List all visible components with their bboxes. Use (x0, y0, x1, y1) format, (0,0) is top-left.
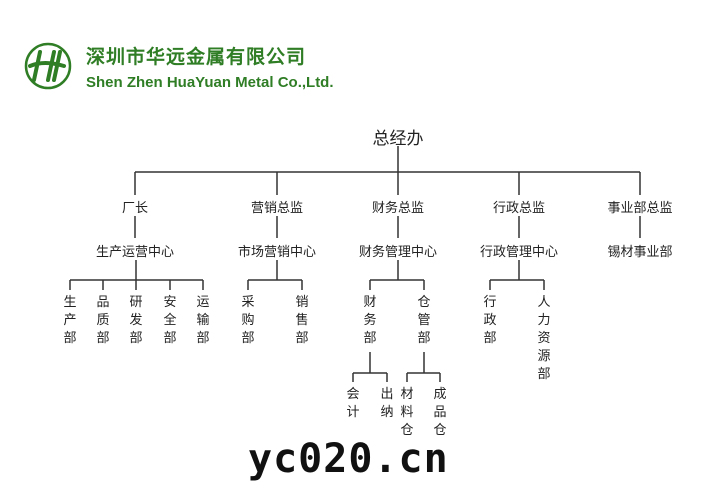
node-dept: 财务部 (363, 295, 377, 346)
node-dept: 研发部 (129, 295, 143, 346)
node-dept: 品质部 (96, 295, 110, 346)
node-subunit: 出纳 (380, 387, 394, 420)
company-logo-icon (24, 42, 72, 90)
node-center: 财务管理中心 (358, 245, 438, 260)
node-dept: 人力资源部 (537, 295, 551, 382)
node-center: 市场营销中心 (237, 245, 317, 260)
node-director: 财务总监 (371, 201, 425, 216)
node-subunit: 材料仓 (400, 387, 414, 438)
node-director: 事业部总监 (607, 201, 673, 216)
node-dept: 采购部 (241, 295, 255, 346)
node-subunit: 成品仓 (433, 387, 447, 438)
company-name-cn: 深圳市华远金属有限公司 (86, 46, 307, 68)
company-name-en: Shen Zhen HuaYuan Metal Co.,Ltd. (86, 74, 334, 91)
node-dept: 仓管部 (417, 295, 431, 346)
node-dept: 运输部 (196, 295, 210, 346)
node-general-office: 总经办 (372, 129, 424, 149)
node-dept: 销售部 (295, 295, 309, 346)
node-director: 营销总监 (250, 201, 304, 216)
node-director: 厂长 (121, 201, 149, 216)
node-center: 生产运营中心 (95, 245, 175, 260)
node-dept: 生产部 (63, 295, 77, 346)
node-director: 行政总监 (492, 201, 546, 216)
node-dept: 安全部 (163, 295, 177, 346)
watermark: yc020.cn (248, 436, 449, 482)
node-dept: 行政部 (483, 295, 497, 346)
node-center: 行政管理中心 (479, 245, 559, 260)
node-subunit: 会计 (346, 387, 360, 420)
node-center: 锡材事业部 (607, 245, 673, 260)
